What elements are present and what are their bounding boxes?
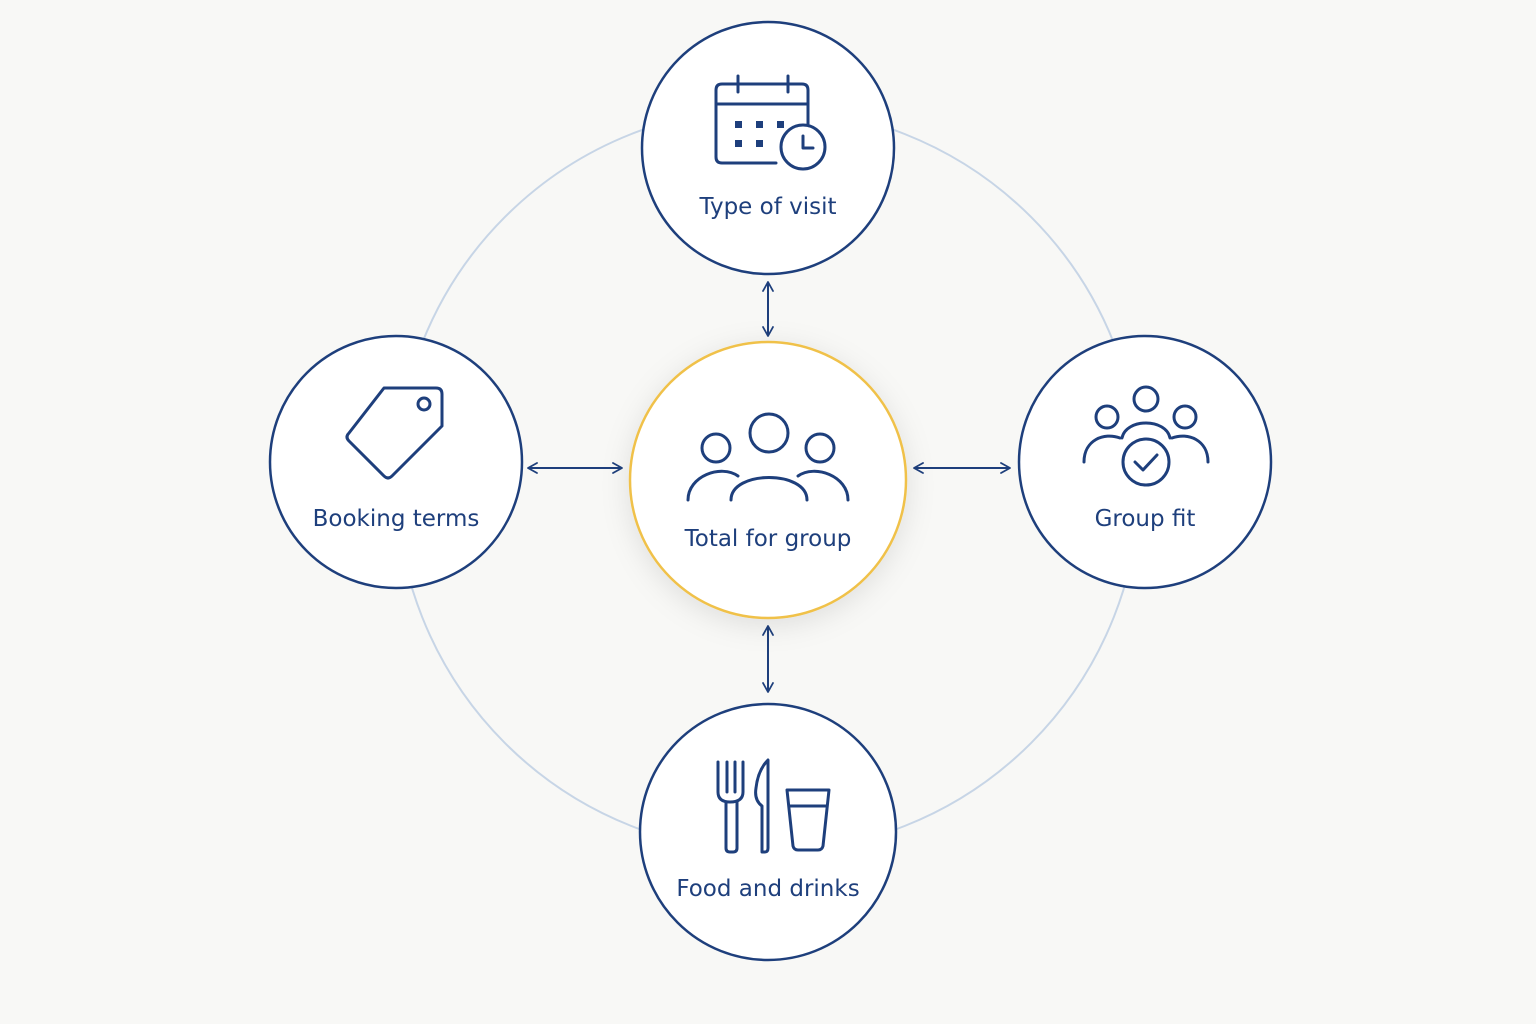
node-booking-terms[interactable]: Booking terms bbox=[268, 334, 524, 590]
node-group-fit[interactable]: Group fit bbox=[1017, 334, 1273, 590]
node-group-fit-label: Group fit bbox=[1095, 506, 1196, 532]
price-tag-icon bbox=[345, 386, 444, 480]
connector-arrows bbox=[527, 281, 1011, 693]
center-node-label: Total for group bbox=[684, 526, 852, 552]
node-booking-terms-circle bbox=[268, 334, 524, 590]
node-food-and-drinks-label: Food and drinks bbox=[676, 876, 859, 902]
utensils-glass-icon bbox=[716, 758, 831, 854]
center-node-circle bbox=[628, 340, 908, 620]
node-type-of-visit-circle bbox=[640, 20, 896, 276]
calendar-clock-icon bbox=[714, 74, 827, 171]
calendar-dots bbox=[735, 121, 784, 147]
group-check-icon bbox=[1082, 385, 1210, 487]
node-food-and-drinks[interactable]: Food and drinks bbox=[638, 702, 898, 962]
node-booking-terms-label: Booking terms bbox=[313, 506, 480, 532]
node-group-fit-circle bbox=[1017, 334, 1273, 590]
group-people-icon bbox=[686, 412, 850, 502]
node-type-of-visit-label: Type of visit bbox=[698, 194, 836, 220]
center-node[interactable]: Total for group bbox=[628, 340, 908, 620]
node-type-of-visit[interactable]: Type of visit bbox=[640, 20, 896, 276]
